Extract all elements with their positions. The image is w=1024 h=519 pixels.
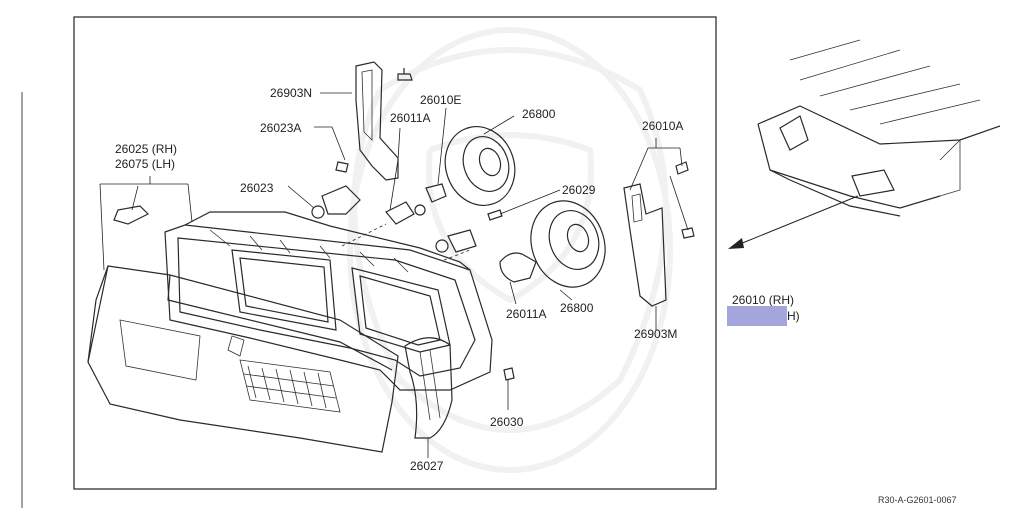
- label-26027: 26027: [410, 459, 444, 473]
- bulb-26011A-top: [385, 201, 426, 225]
- label-26029: 26029: [562, 183, 596, 197]
- clip-26025: [113, 205, 150, 225]
- reflector-26800-bottom: [530, 200, 606, 288]
- headlamp-housing: [164, 211, 493, 391]
- screw-group: [335, 68, 695, 239]
- diagram-frame: [73, 16, 717, 490]
- label-26903M: 26903M: [634, 327, 677, 341]
- label-26075: 26075 (LH): [115, 157, 175, 171]
- label-26030: 26030: [490, 415, 524, 429]
- label-26023: 26023: [240, 181, 274, 195]
- redacted-highlight-box: [727, 306, 787, 326]
- nut-26030: [503, 367, 515, 381]
- label-26010-rh: 26010 (RH): [732, 293, 794, 307]
- leader-lines: [99, 92, 689, 458]
- label-26025: 26025 (RH): [115, 142, 177, 156]
- label-26011A-top: 26011A: [390, 111, 430, 125]
- bracket-26903M: [623, 183, 667, 307]
- diagram-reference-code: R30-A-G2601-0067: [878, 495, 957, 505]
- bulb-26010E: [425, 183, 447, 203]
- label-26010-lh-suffix: H): [787, 309, 800, 323]
- headlamp-lens: [87, 265, 399, 453]
- label-26010A: 26010A: [642, 119, 683, 133]
- bulb-26011A-bottom: [447, 229, 537, 283]
- label-26800-bottom: 26800: [560, 301, 594, 315]
- label-26010E: 26010E: [420, 93, 461, 107]
- label-26011A-bottom: 26011A: [506, 307, 546, 321]
- reflector-26800-top: [444, 126, 516, 206]
- label-26800-top: 26800: [522, 107, 556, 121]
- bulb-socket: [311, 185, 449, 253]
- vehicle-location-inset: [728, 39, 1001, 249]
- label-26023A: 26023A: [260, 121, 301, 135]
- bracket-26903N: [355, 61, 399, 181]
- dragon-emblem-watermark: [347, 27, 673, 473]
- side-marker-lamp: [404, 337, 453, 439]
- label-26903N: 26903N: [270, 86, 312, 100]
